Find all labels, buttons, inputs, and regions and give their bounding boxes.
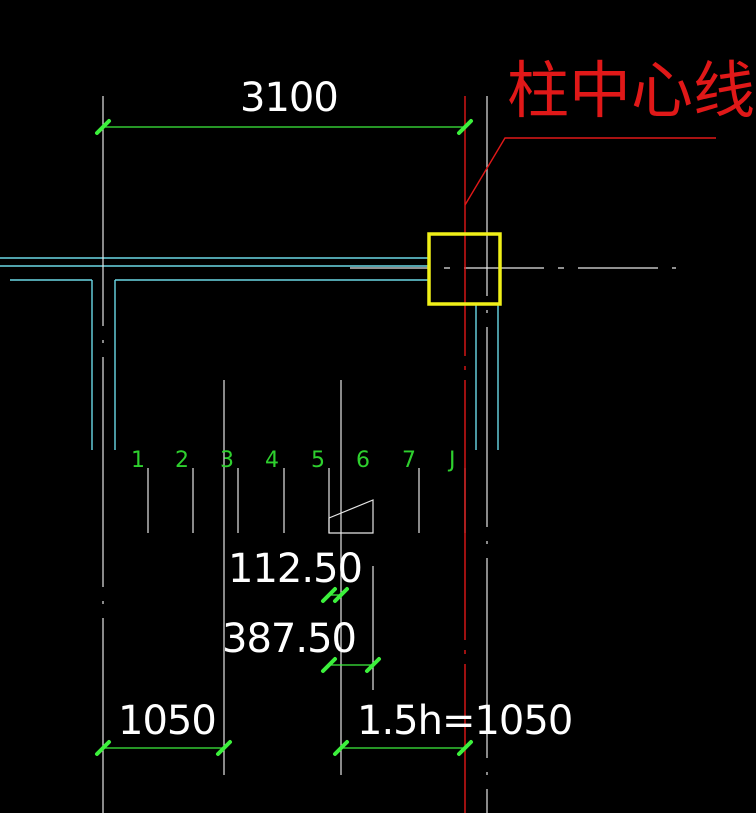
wall-outlines [0, 257, 499, 450]
slope-triangle [328, 499, 374, 534]
axis-lines [102, 96, 676, 813]
tick-bottom-left-b [216, 740, 232, 756]
column-highlight-box [427, 232, 502, 306]
rebar-label: J [447, 448, 456, 473]
dim-text-bottom-right: 1.5h=1050 [357, 698, 572, 744]
tick-bottom-right-a [333, 740, 349, 756]
dim-text-top: 3100 [240, 75, 338, 121]
center-line-leader [464, 137, 716, 206]
tick-small-right [333, 587, 349, 603]
rebar-label: 7 [402, 448, 416, 473]
tick-bottom-left-a [95, 740, 111, 756]
column-center-line-label: 柱中心线 [507, 54, 755, 127]
dim-text-bottom-left: 1050 [118, 698, 216, 744]
rebar-label: 3 [220, 448, 234, 473]
rebar-label: 1 [131, 448, 145, 473]
rebar-label: 5 [311, 448, 325, 473]
tick-top-right [457, 119, 473, 135]
rebar-labels: 1 2 3 4 5 6 7 J [131, 448, 456, 473]
rebar-label: 2 [175, 448, 189, 473]
tick-mid-right [365, 657, 381, 673]
rebar-label: 6 [356, 448, 370, 473]
tick-mid-left [321, 657, 337, 673]
dim-text-value-a: 112.50 [228, 546, 362, 592]
tick-bottom-right-b [457, 740, 473, 756]
tick-top-left [95, 119, 111, 135]
column-center-line [464, 96, 716, 813]
tick-small-left [321, 587, 337, 603]
rebar-lines [147, 468, 466, 533]
rebar-label: 4 [265, 448, 279, 473]
dim-text-value-b: 387.50 [222, 616, 356, 662]
dimension-ticks [95, 119, 473, 756]
